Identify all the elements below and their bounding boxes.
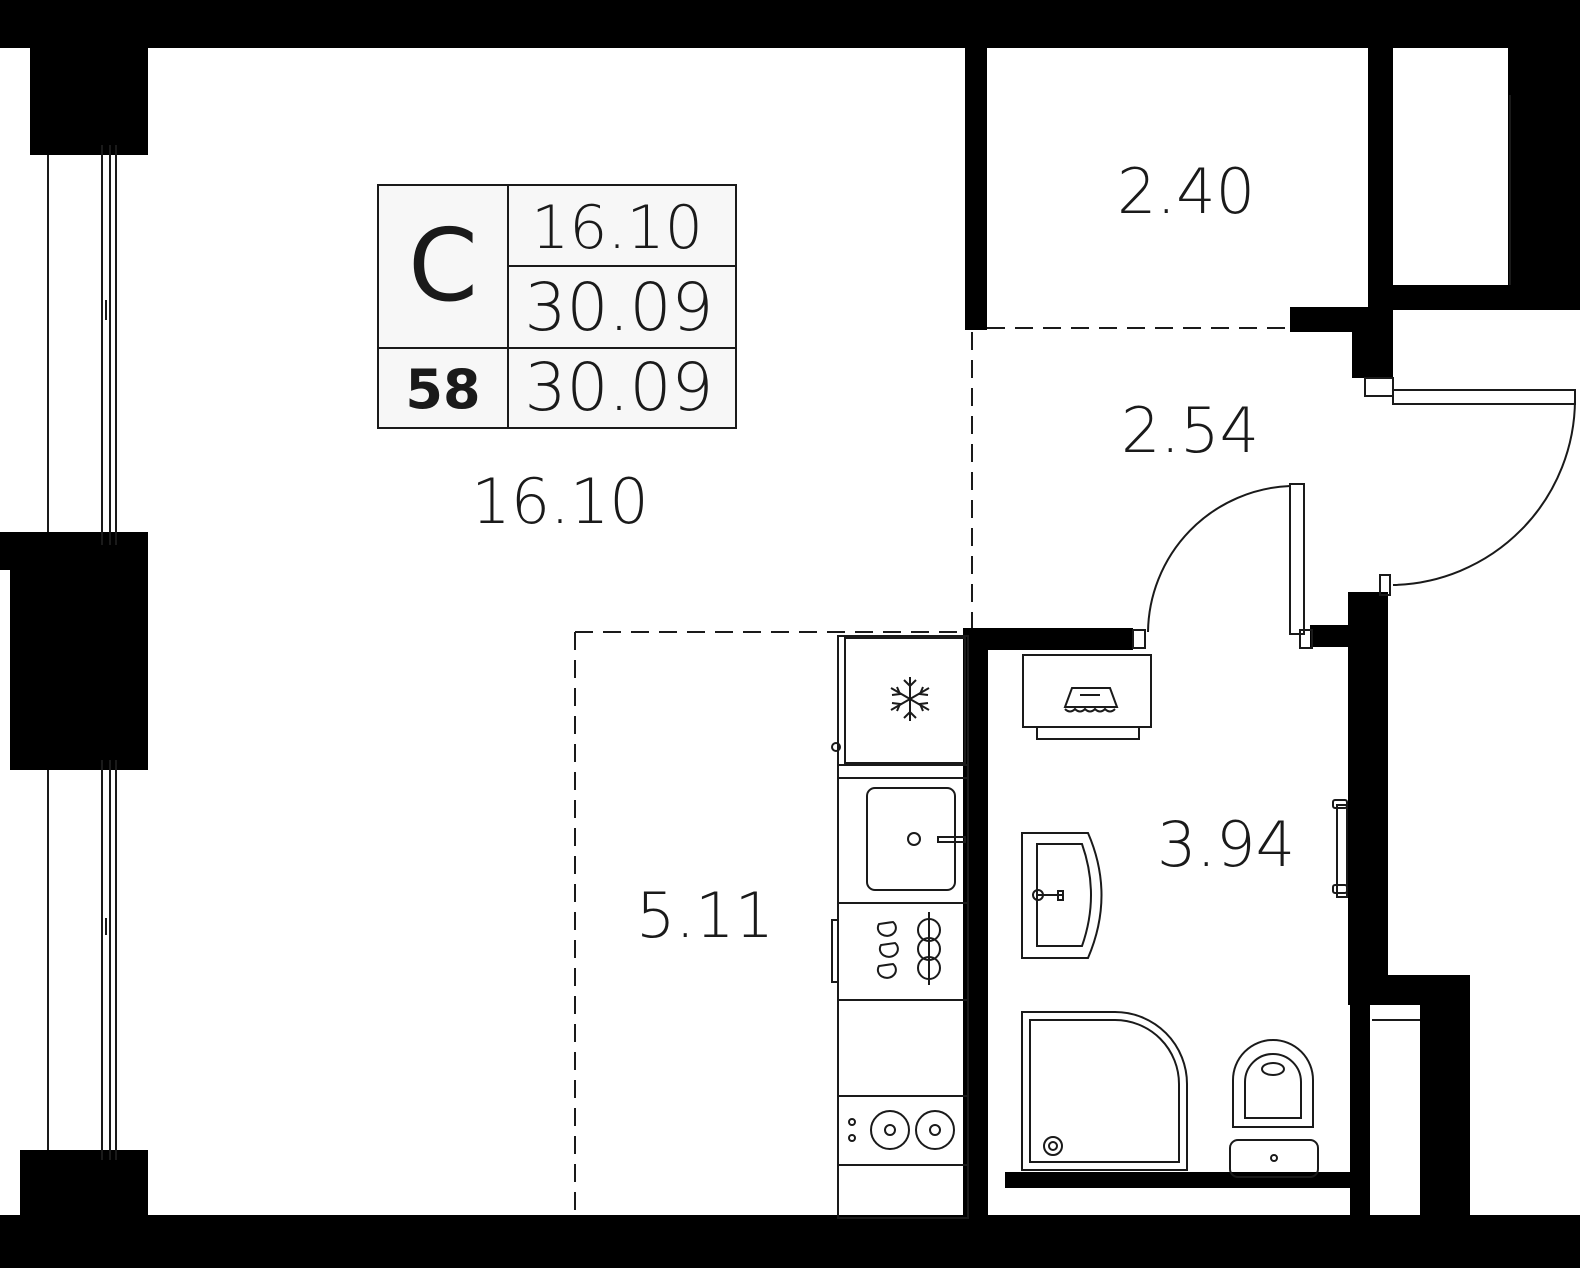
window-left-top	[47, 145, 117, 545]
toilet	[1229, 1039, 1319, 1178]
cooktop	[848, 1110, 955, 1150]
bathroom-area: 3.94	[1157, 808, 1295, 881]
wash-basin	[1021, 832, 1103, 959]
kitchen-sink	[866, 787, 966, 891]
towel-rail	[1332, 799, 1348, 898]
shower-tray	[1021, 1011, 1188, 1171]
storage-area: 2.40	[1117, 155, 1255, 228]
hallway-area: 2.54	[1121, 394, 1259, 467]
dishwasher	[831, 912, 941, 985]
snowflake-icon	[890, 677, 930, 721]
apartment-info-box: С 16.10 30.09 58 30.09	[377, 184, 737, 429]
total-area-value: 30.09	[525, 269, 714, 346]
fridge	[844, 637, 966, 764]
window-left-bottom	[47, 760, 117, 1160]
entrance-door	[1364, 377, 1576, 596]
living-room-area: 16.10	[471, 465, 649, 538]
kitchen-counter	[831, 635, 969, 1219]
zone-dividers	[574, 327, 1290, 1215]
total-area-repeat: 30.09	[525, 349, 714, 426]
kitchen-area: 5.11	[636, 879, 774, 952]
apartment-type-letter: С	[408, 207, 478, 324]
living-area-value: 16.10	[531, 193, 703, 263]
washing-machine	[1022, 654, 1152, 740]
bathroom-door	[1132, 483, 1313, 649]
apartment-number: 58	[405, 358, 480, 421]
